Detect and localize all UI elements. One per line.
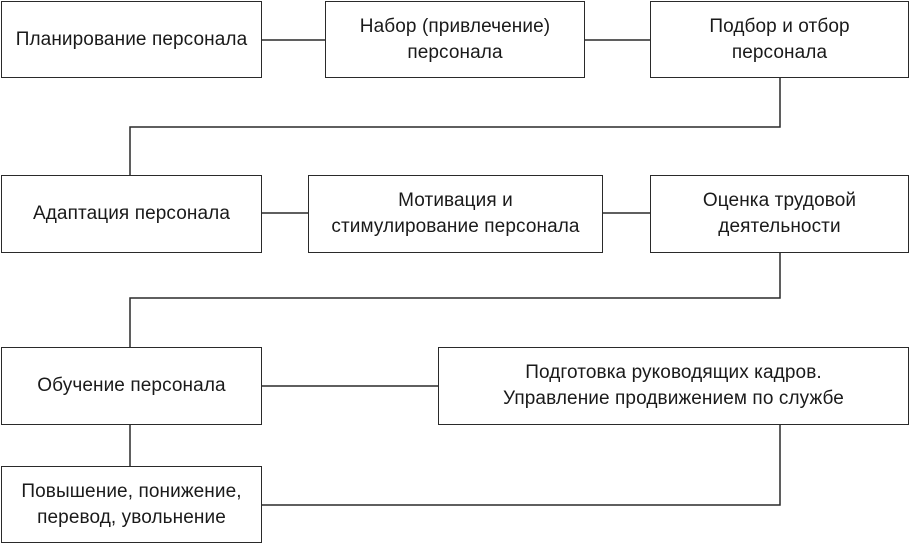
- box-leaders: Подготовка руководящих кадров. Управлени…: [438, 347, 909, 425]
- box-evaluation: Оценка трудовой деятельности: [650, 175, 909, 253]
- box-recruiting: Набор (привлечение) персонала: [325, 1, 585, 78]
- box-adaptation: Адаптация персонала: [1, 175, 262, 253]
- box-planning: Планирование персонала: [1, 1, 262, 78]
- box-motivation: Мотивация и стимулирование персонала: [308, 175, 603, 253]
- connector-promotion-leaders: [262, 425, 781, 506]
- connector-evaluation-training: [129, 252, 781, 347]
- box-training: Обучение персонала: [1, 347, 262, 425]
- box-promotion: Повышение, понижение, перевод, увольнени…: [1, 466, 262, 543]
- connector-selection-adaptation: [129, 78, 781, 175]
- box-selection: Подбор и отбор персонала: [650, 1, 909, 78]
